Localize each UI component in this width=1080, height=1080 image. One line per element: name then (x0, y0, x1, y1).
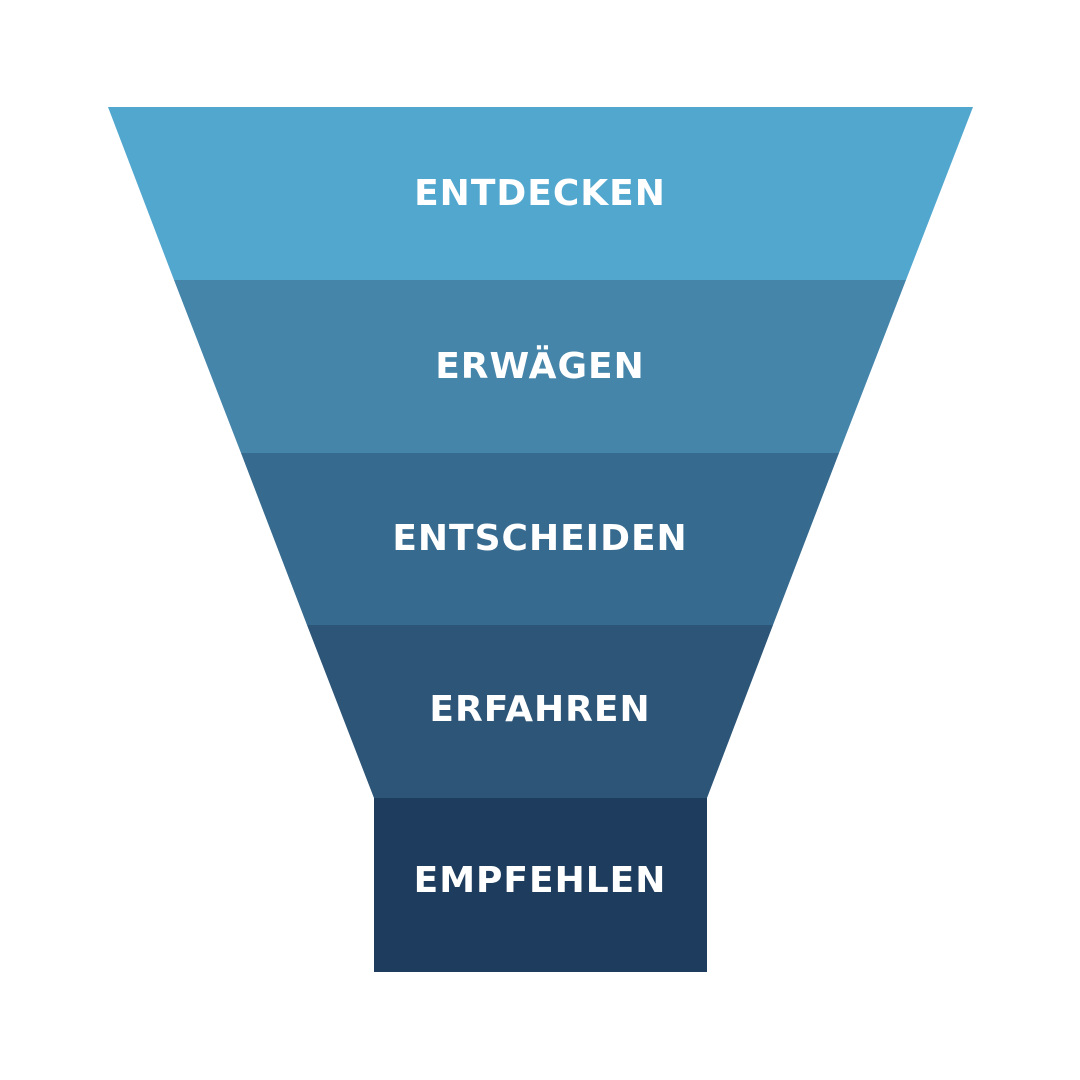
stage-3-label: ENTSCHEIDEN (392, 518, 687, 559)
stage-1-label: ENTDECKEN (414, 173, 666, 214)
stage-5-label: EMPFEHLEN (414, 860, 667, 901)
stage-5-shape (374, 798, 707, 972)
stage-2-shape (174, 280, 906, 453)
stage-3-shape (241, 453, 839, 625)
stage-2-label: ERWÄGEN (435, 345, 645, 387)
stage-1-shape (108, 107, 973, 280)
stage-4-shape (307, 625, 773, 798)
stage-4-label: ERFAHREN (429, 689, 650, 730)
